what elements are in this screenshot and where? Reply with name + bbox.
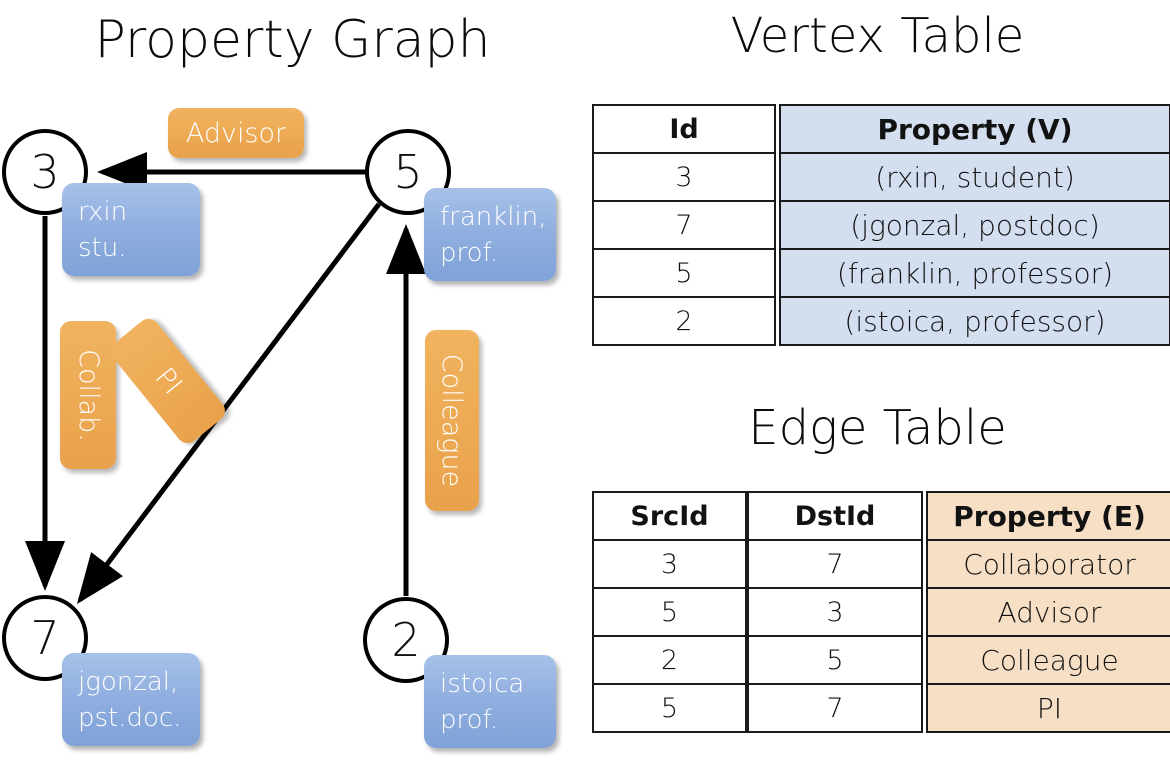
edge-label-text: Collab. xyxy=(72,348,104,442)
vertex-property-line: pst.doc. xyxy=(78,702,182,733)
column-header-id: Id xyxy=(592,104,776,154)
table-row: Advisor xyxy=(926,587,1170,637)
table-row: 5 xyxy=(592,587,747,637)
table-row: 7 xyxy=(747,539,923,589)
cell-srcid: 2 xyxy=(592,635,747,685)
vertex-table-property-column: Property (V) (rxin, student) (jgonzal, p… xyxy=(779,104,1170,346)
edge-table-property-column: Property (E) Collaborator Advisor Collea… xyxy=(926,491,1170,733)
cell-id: 7 xyxy=(592,200,776,250)
vertex-property-line: rxin xyxy=(78,197,128,227)
edge-label-chip-advisor: Advisor xyxy=(168,108,304,158)
table-header-row: SrcId xyxy=(592,491,747,541)
table-row: Collaborator xyxy=(926,539,1170,589)
cell-id: 3 xyxy=(592,152,776,202)
table-row: 3 xyxy=(592,539,747,589)
page-title-property-graph: Property Graph xyxy=(94,10,491,70)
vertex-property-line: prof. xyxy=(440,704,499,735)
column-header-property-e: Property (E) xyxy=(926,491,1170,541)
table-row: 5 xyxy=(592,248,776,298)
vertex-property-line: franklin, xyxy=(440,202,547,232)
table-row: Colleague xyxy=(926,635,1170,685)
graph-edge-arrows xyxy=(25,152,426,604)
cell-srcid: 5 xyxy=(592,587,747,637)
table-row: 2 xyxy=(592,296,776,346)
table-row: 2 xyxy=(592,635,747,685)
edge-table-srcid-column: SrcId 3 5 2 5 xyxy=(592,491,747,733)
vertex-id-label: 3 xyxy=(30,145,60,199)
cell-property: Colleague xyxy=(926,635,1170,685)
vertex-property-line: stu. xyxy=(78,232,127,263)
vertex-table: Id 3 7 5 2 Property (V) (rxin, student) xyxy=(592,104,1170,346)
cell-srcid: 3 xyxy=(592,539,747,589)
cell-property: Advisor xyxy=(926,587,1170,637)
table-header-row: Property (E) xyxy=(926,491,1170,541)
cell-id: 2 xyxy=(592,296,776,346)
column-header-property-v: Property (V) xyxy=(779,104,1170,154)
vertex-property-line: prof. xyxy=(440,237,499,268)
vertex-property-box-3: rxin stu. xyxy=(62,183,200,276)
table-row: (rxin, student) xyxy=(779,152,1170,202)
page-title-vertex-table: Vertex Table xyxy=(730,8,1025,64)
graph-vertex-2[interactable]: 2 xyxy=(363,597,449,683)
edge-label-chip-colleague: Colleague xyxy=(425,330,479,511)
cell-property: PI xyxy=(926,683,1170,733)
table-row: (jgonzal, postdoc) xyxy=(779,200,1170,250)
table-row: 3 xyxy=(747,587,923,637)
cell-dstid: 5 xyxy=(747,635,923,685)
table-header-row: Property (V) xyxy=(779,104,1170,154)
vertex-property-line: istoica xyxy=(440,669,525,699)
table-row: 5 xyxy=(747,635,923,685)
vertex-id-label: 5 xyxy=(393,145,423,199)
edge-label-text: Advisor xyxy=(185,117,287,149)
cell-dstid: 7 xyxy=(747,539,923,589)
graph-vertex-5[interactable]: 5 xyxy=(365,129,451,215)
column-header-srcid: SrcId xyxy=(592,491,747,541)
edge-table: SrcId 3 5 2 5 DstId 7 3 xyxy=(592,491,1170,733)
edge-label-chip-collab: Collab. xyxy=(60,321,116,469)
property-graph-diagram: 3 5 7 2 rxin stu. franklin, prof. jgonza… xyxy=(2,108,556,748)
vertex-id-label: 2 xyxy=(391,613,421,667)
table-row: PI xyxy=(926,683,1170,733)
cell-property: (istoica, professor) xyxy=(779,296,1170,346)
vertex-property-box-2: istoica prof. xyxy=(424,655,556,748)
cell-dstid: 3 xyxy=(747,587,923,637)
table-row: 3 xyxy=(592,152,776,202)
cell-id: 5 xyxy=(592,248,776,298)
edge-arrow-pi xyxy=(76,202,381,604)
edge-table-dstid-column: DstId 7 3 5 7 xyxy=(747,491,923,733)
cell-property: Collaborator xyxy=(926,539,1170,589)
table-row: 7 xyxy=(592,200,776,250)
table-row: 5 xyxy=(592,683,747,733)
cell-property: (franklin, professor) xyxy=(779,248,1170,298)
column-header-dstid: DstId xyxy=(747,491,923,541)
vertex-property-box-5: franklin, prof. xyxy=(424,188,556,281)
edge-label-text: PI xyxy=(148,361,188,401)
table-row: (franklin, professor) xyxy=(779,248,1170,298)
table-header-row: DstId xyxy=(747,491,923,541)
cell-srcid: 5 xyxy=(592,683,747,733)
cell-dstid: 7 xyxy=(747,683,923,733)
vertex-id-label: 7 xyxy=(30,611,60,665)
vertex-table-id-column: Id 3 7 5 2 xyxy=(592,104,776,346)
cell-property: (jgonzal, postdoc) xyxy=(779,200,1170,250)
table-row: (istoica, professor) xyxy=(779,296,1170,346)
page-title-edge-table: Edge Table xyxy=(748,400,1007,456)
table-header-row: Id xyxy=(592,104,776,154)
vertex-property-box-7: jgonzal, pst.doc. xyxy=(62,653,200,746)
cell-property: (rxin, student) xyxy=(779,152,1170,202)
table-row: 7 xyxy=(747,683,923,733)
vertex-property-line: jgonzal, xyxy=(78,667,179,697)
edge-label-text: Colleague xyxy=(436,353,468,488)
